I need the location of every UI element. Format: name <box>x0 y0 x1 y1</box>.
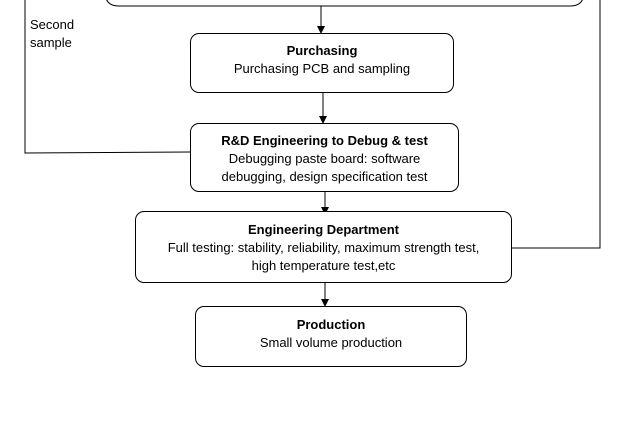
second-sample-label-line2: sample <box>30 35 72 50</box>
purchasing-body: Purchasing PCB and sampling <box>233 61 411 76</box>
production-box: Production Small volume production <box>195 306 467 367</box>
engineering-feedback-loop <box>511 0 601 249</box>
purchasing-title: Purchasing <box>286 43 358 58</box>
top-box-edge <box>106 0 583 7</box>
engineering-box: Engineering Department Full testing: sta… <box>135 211 512 283</box>
engineering-title: Engineering Department <box>248 222 399 237</box>
second-sample-loop <box>24 0 191 154</box>
production-title: Production <box>296 317 366 332</box>
rnd-title: R&D Engineering to Debug & test <box>221 133 428 148</box>
purchasing-box: Purchasing Purchasing PCB and sampling <box>190 33 454 93</box>
engineering-body-line2: high temperature test,etc <box>251 258 396 273</box>
rnd-box: R&D Engineering to Debug & test Debuggin… <box>190 123 459 192</box>
second-sample-label: Second sample <box>30 16 74 52</box>
production-body: Small volume production <box>259 335 403 350</box>
engineering-body-line1: Full testing: stability, reliability, ma… <box>167 240 480 255</box>
rnd-body-line2: debugging, design specification test <box>221 169 428 184</box>
rnd-body-line1: Debugging paste board: software <box>228 151 421 166</box>
second-sample-label-line1: Second <box>30 17 75 32</box>
